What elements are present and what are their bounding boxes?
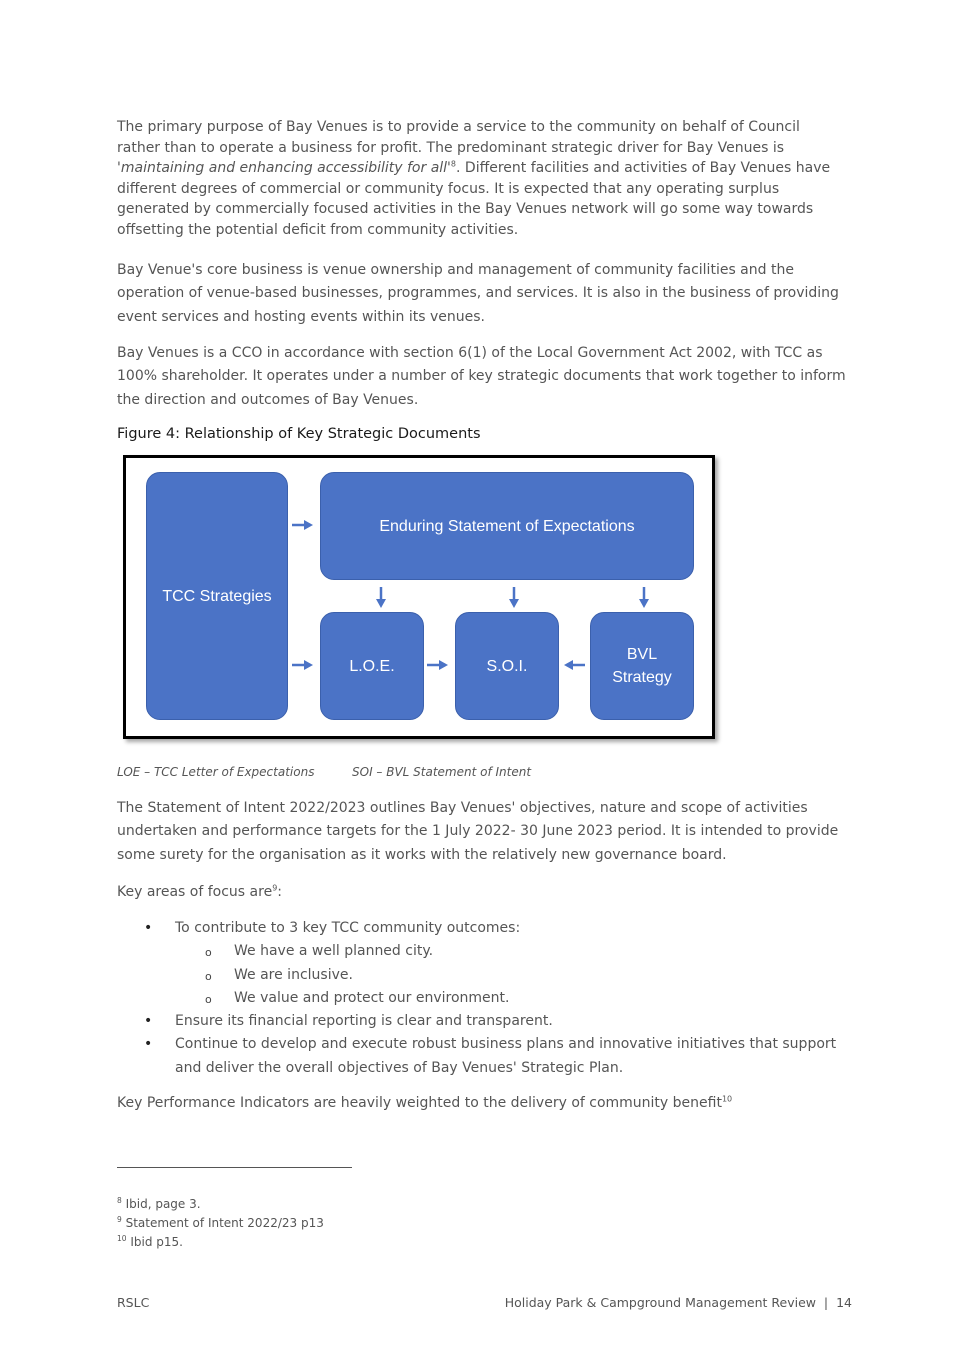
- enduring-statement-box: Enduring Statement of Expectations: [320, 472, 694, 580]
- bvl-label-line2: Strategy: [612, 669, 672, 686]
- cco-paragraph: Bay Venues is a CCO in accordance with s…: [117, 345, 846, 408]
- arrow-right-icon: [292, 660, 313, 670]
- key-areas-heading: Key areas of focus are9:: [117, 882, 847, 903]
- arrow-down-icon: [376, 587, 386, 608]
- footnote-ref-8: 8: [450, 159, 457, 169]
- figure-title: Figure 4: Relationship of Key Strategic …: [117, 426, 481, 442]
- footnote-divider: [117, 1167, 352, 1168]
- sub-list-item: We are inclusive.: [117, 964, 837, 989]
- soi-box: S.O.I.: [455, 612, 559, 720]
- footer-org: RSLC: [117, 1295, 150, 1310]
- caption-soi: SOI – BVL Statement of Intent: [352, 765, 532, 779]
- footnote-text: Ibid p15.: [126, 1235, 183, 1249]
- arrow-down-icon: [509, 587, 519, 608]
- key-areas-text: Key areas of focus are: [117, 884, 273, 900]
- footnote-10: 10 Ibid p15.: [117, 1235, 183, 1249]
- focus-areas-list: To contribute to 3 key TCC community out…: [117, 917, 837, 1080]
- footnote-ref-10: 10: [721, 1094, 733, 1104]
- arrow-down-icon: [639, 587, 649, 608]
- arrow-right-icon: [427, 660, 448, 670]
- kpi-text: Key Performance Indicators are heavily w…: [117, 1095, 722, 1111]
- intro-text-cont: . Different facilities and activities of…: [117, 160, 831, 238]
- loe-box: L.O.E.: [320, 612, 424, 720]
- footnote-number: 10: [117, 1234, 127, 1243]
- sub-list-item: We value and protect our environment.: [117, 987, 837, 1012]
- loe-label: L.O.E.: [349, 657, 395, 675]
- footer-title-page: Holiday Park & Campground Management Rev…: [504, 1295, 852, 1310]
- enduring-statement-label: Enduring Statement of Expectations: [379, 517, 635, 535]
- key-areas-colon: :: [277, 884, 283, 900]
- intro-text: The primary purpose of Bay Venues is to …: [117, 119, 800, 156]
- list-item: Continue to develop and execute robust b…: [117, 1033, 837, 1080]
- soi-label: S.O.I.: [486, 657, 528, 675]
- kpi-paragraph: Key Performance Indicators are heavily w…: [117, 1093, 847, 1114]
- intro-paragraph: The primary purpose of Bay Venues is to …: [117, 117, 847, 240]
- footnote-8: 8 Ibid, page 3.: [117, 1197, 201, 1211]
- statement-of-intent-paragraph: The Statement of Intent 2022/2023 outlin…: [117, 800, 839, 863]
- arrow-right-icon: [292, 520, 313, 530]
- list-item: To contribute to 3 key TCC community out…: [117, 917, 837, 941]
- arrow-left-icon: [564, 660, 585, 670]
- tcc-strategies-box: TCC Strategies: [146, 472, 288, 720]
- list-item: Ensure its financial reporting is clear …: [117, 1010, 837, 1034]
- footnote-text: Statement of Intent 2022/23 p13: [121, 1216, 324, 1230]
- sub-list-item: We have a well planned city.: [117, 940, 837, 965]
- core-business-paragraph: Bay Venue's core business is venue owner…: [117, 262, 839, 325]
- caption-loe: LOE – TCC Letter of Expectations: [117, 765, 315, 779]
- footnote-number: 9: [117, 1215, 122, 1224]
- bvl-strategy-box: BVL Strategy: [590, 612, 694, 720]
- footnote-9: 9 Statement of Intent 2022/23 p13: [117, 1216, 324, 1230]
- strategic-documents-diagram: TCC Strategies Enduring Statement of Exp…: [123, 455, 715, 739]
- tcc-strategies-label: TCC Strategies: [162, 587, 272, 605]
- footnote-text: Ibid, page 3.: [121, 1197, 201, 1211]
- bvl-label-line1: BVL: [626, 646, 658, 663]
- footnote-ref-9: 9: [272, 883, 278, 893]
- footnote-number: 8: [117, 1196, 122, 1205]
- intro-quote: 'maintaining and enhancing accessibility…: [117, 160, 451, 176]
